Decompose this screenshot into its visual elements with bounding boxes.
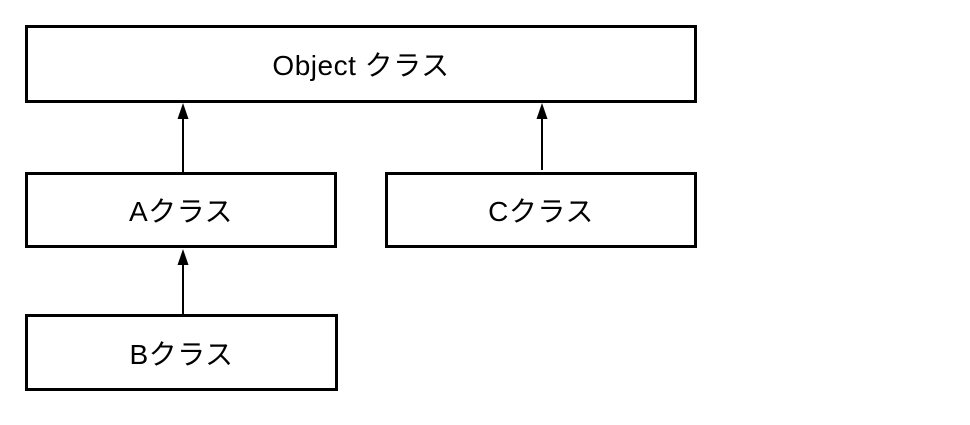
arrow-b-to-a [177,249,189,314]
node-a-class: Aクラス [25,172,337,248]
arrow-a-to-object [177,103,189,172]
node-b-class: Bクラス [25,314,338,391]
node-a-class-label: Aクラス [128,196,234,227]
node-c-class-label: Cクラス [488,196,594,227]
arrow-c-to-object [536,103,548,170]
node-object-class: Object クラス [25,25,697,103]
node-b-class-label: Bクラス [129,338,234,370]
node-object-class-label: Object クラス [272,50,450,81]
node-c-class: Cクラス [385,172,697,248]
